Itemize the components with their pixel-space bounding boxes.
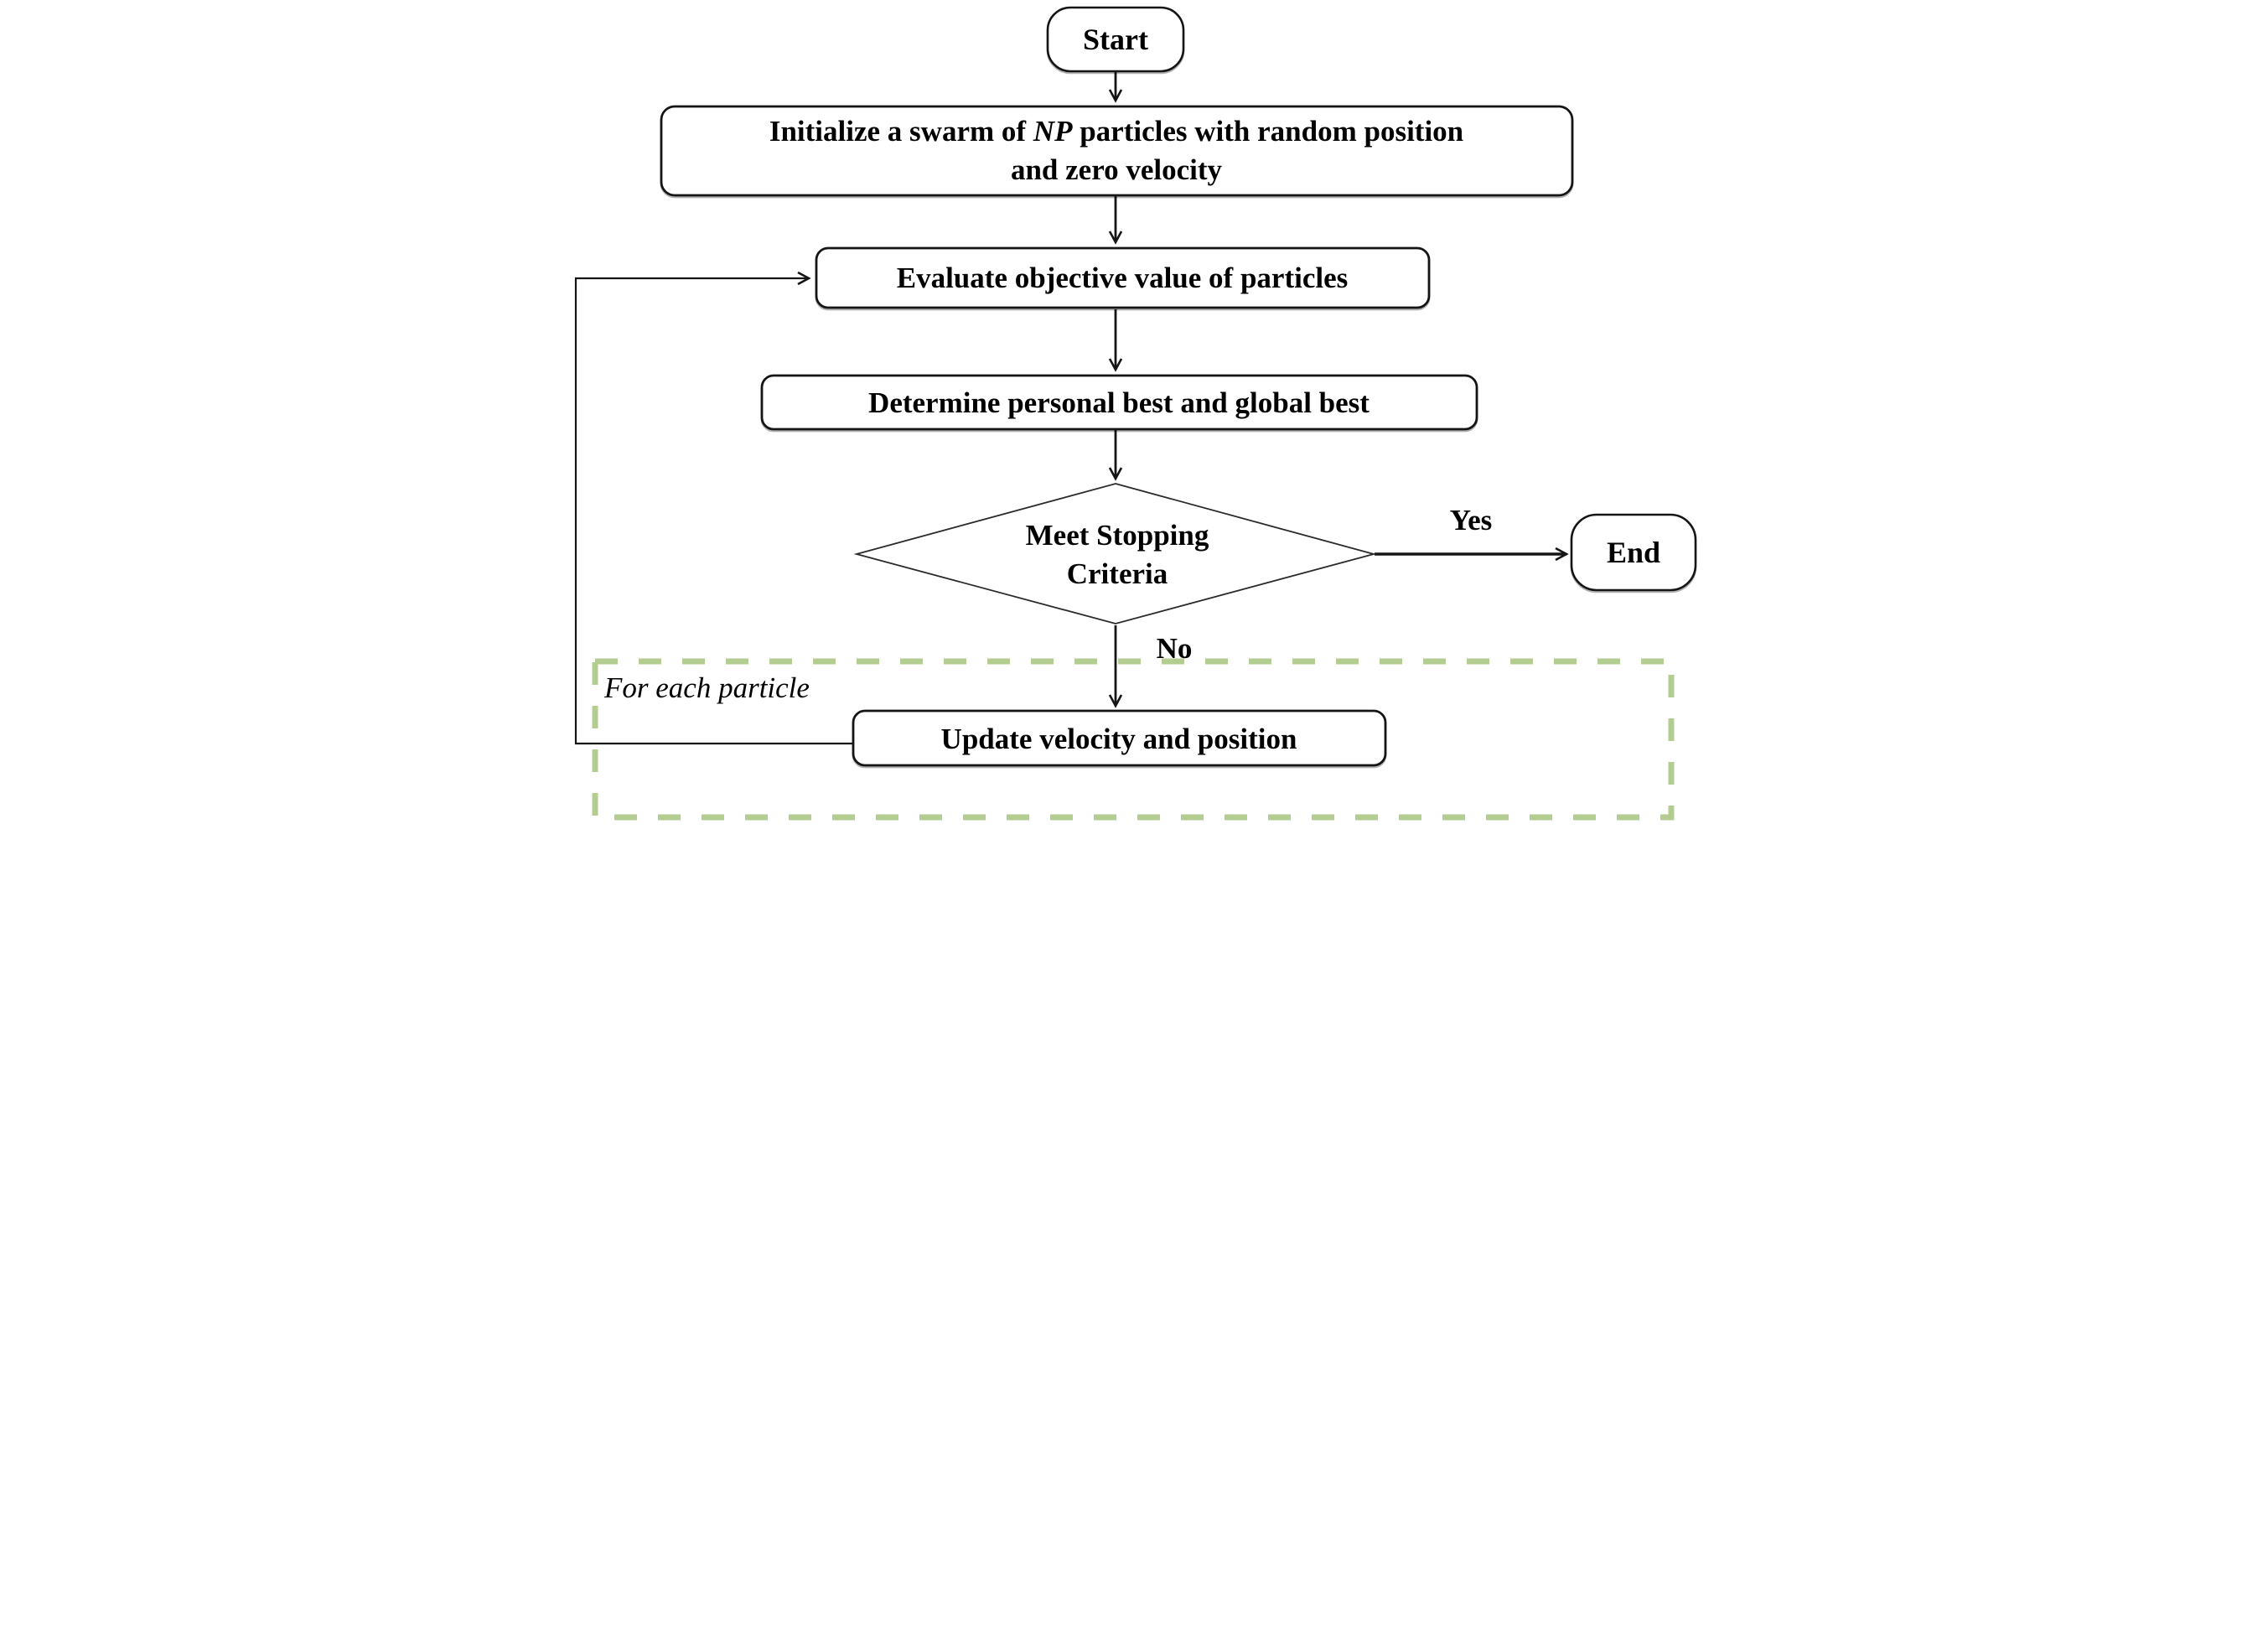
update-label: Update velocity and position — [940, 723, 1297, 755]
evaluate-shape — [815, 246, 1430, 309]
evaluate-label: Evaluate objective value of particles — [896, 262, 1348, 294]
node-determine: Determine personal best and global best — [760, 374, 1478, 431]
node-decision: Meet Stopping Criteria — [853, 483, 1376, 624]
end-shape — [1570, 513, 1696, 592]
no-label: No — [1156, 632, 1192, 665]
flowchart-figure: For each particle Yes No Start Initializ… — [567, 0, 1701, 824]
initialize-label-line2: and zero velocity — [1010, 153, 1222, 186]
decision-label-line2: Criteria — [1066, 557, 1167, 590]
flowchart-canvas: For each particle Yes No Start Initializ… — [574, 6, 1696, 821]
decision-label-line1: Meet Stopping — [1025, 519, 1209, 552]
loop-region-group: For each particle — [592, 658, 1674, 821]
end-label: End — [1606, 536, 1660, 569]
update-shape — [852, 709, 1386, 767]
edge-loop-back — [574, 271, 853, 745]
node-end: End — [1570, 513, 1696, 592]
decision-shape — [853, 483, 1376, 624]
determine-shape — [760, 374, 1478, 431]
node-evaluate: Evaluate objective value of particles — [815, 246, 1430, 309]
node-initialize: Initialize a swarm of NP particles with … — [660, 105, 1573, 197]
start-shape — [1046, 6, 1184, 73]
yes-label: Yes — [1449, 504, 1492, 536]
for-each-particle-label: For each particle — [603, 671, 810, 704]
start-label: Start — [1083, 23, 1148, 56]
initialize-shape — [660, 105, 1573, 197]
node-start: Start — [1046, 6, 1184, 73]
initialize-label-line1: Initialize a swarm of NP particles with … — [769, 115, 1463, 148]
determine-label: Determine personal best and global best — [868, 386, 1370, 419]
node-update: Update velocity and position — [852, 709, 1386, 767]
for-each-particle-region — [592, 658, 1674, 821]
